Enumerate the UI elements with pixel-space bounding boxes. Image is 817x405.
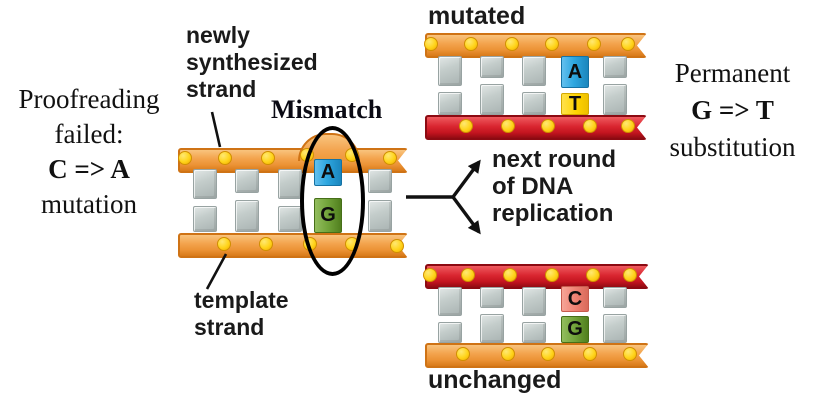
base-pair-rung [235,169,259,193]
fork-arrow-down-icon [451,195,481,235]
next-round-label: next round of DNA replication [492,146,616,227]
note-line: substitution [669,132,796,162]
mutated-duplex: A T [424,30,647,140]
base-pair-rung [368,200,392,232]
phosphate-dot [261,151,275,165]
base-pair-rung [480,56,504,78]
base-pair-rung [522,322,546,343]
label-line: template [194,287,289,313]
phosphate-dot [587,37,601,51]
note-line: mutation [41,189,137,219]
phosphate-dot [501,347,515,361]
phosphate-dot [545,268,559,282]
phosphate-dot [464,37,478,51]
orange-strand [425,33,647,58]
phosphate-dot [217,237,231,251]
note-line: failed: [54,119,124,149]
unchanged-duplex: C G [423,260,649,368]
base-pair-rung [522,287,546,316]
note-line: Proofreading [18,84,160,114]
newly-synthesized-strand-label: newly synthesized strand [186,22,318,103]
mismatch-label: Mismatch [271,95,383,124]
template-strand [178,233,408,258]
mutated-title: mutated [428,2,526,30]
phosphate-dot [459,119,473,133]
phosphate-dot [541,119,555,133]
phosphate-dot [501,119,515,133]
base-g-block: G [561,316,589,343]
note-line-mutation-code: C => A [48,154,130,184]
phosphate-dot [505,37,519,51]
base-pair-rung [278,206,302,232]
phosphate-dot [259,237,273,251]
phosphate-dot [456,347,470,361]
note-line-substitution-code: G => T [691,95,774,125]
base-pair-rung [235,200,259,232]
label-line: strand [194,314,265,340]
phosphate-dot [503,268,517,282]
label-line: synthesized [186,49,318,75]
phosphate-dot [586,268,600,282]
base-pair-rung [522,56,546,86]
base-pair-rung [522,92,546,115]
unchanged-title: unchanged [428,366,562,394]
red-strand [425,264,649,289]
phosphate-dot [621,119,635,133]
phosphate-dot [424,37,438,51]
proofreading-note: Proofreading failed: C => A mutation [0,82,178,222]
base-pair-rung [278,169,302,199]
phosphate-dot [623,268,637,282]
mismatch-oval [300,126,365,276]
phosphate-dot [623,347,637,361]
label-line: replication [492,200,614,227]
permanent-substitution-note: Permanent G => T substitution [648,55,817,166]
phosphate-dot [390,239,404,253]
phosphate-dot [545,37,559,51]
phosphate-dot [541,347,555,361]
base-pair-rung [438,56,462,86]
base-a-block: A [561,56,589,88]
base-pair-rung [603,56,627,78]
note-line: Permanent [674,58,791,88]
phosphate-dot [621,37,635,51]
base-pair-rung [438,322,462,343]
fork-arrow-up-icon [451,159,481,199]
phosphate-dot [423,268,437,282]
phosphate-dot [178,151,192,165]
base-pair-rung [603,314,627,343]
phosphate-dot [383,151,397,165]
base-t-block: T [561,93,589,115]
phosphate-dot [583,347,597,361]
base-pair-rung [480,287,504,308]
original-duplex: A G [178,130,408,262]
label-line: next round [492,146,616,173]
base-pair-rung [603,287,627,308]
base-pair-rung [368,169,392,193]
phosphate-dot [461,268,475,282]
base-pair-rung [193,206,217,232]
base-pair-rung [438,287,462,316]
template-strand-label: template strand [194,287,289,341]
phosphate-dot [583,119,597,133]
label-line: of DNA [492,173,574,200]
base-pair-rung [193,169,217,199]
label-line: strand [186,76,257,102]
base-pair-rung [480,84,504,115]
base-c-block: C [561,286,589,312]
phosphate-dot [218,151,232,165]
base-pair-rung [438,92,462,115]
base-pair-rung [603,84,627,115]
label-line: newly [186,22,250,48]
base-pair-rung [480,314,504,343]
